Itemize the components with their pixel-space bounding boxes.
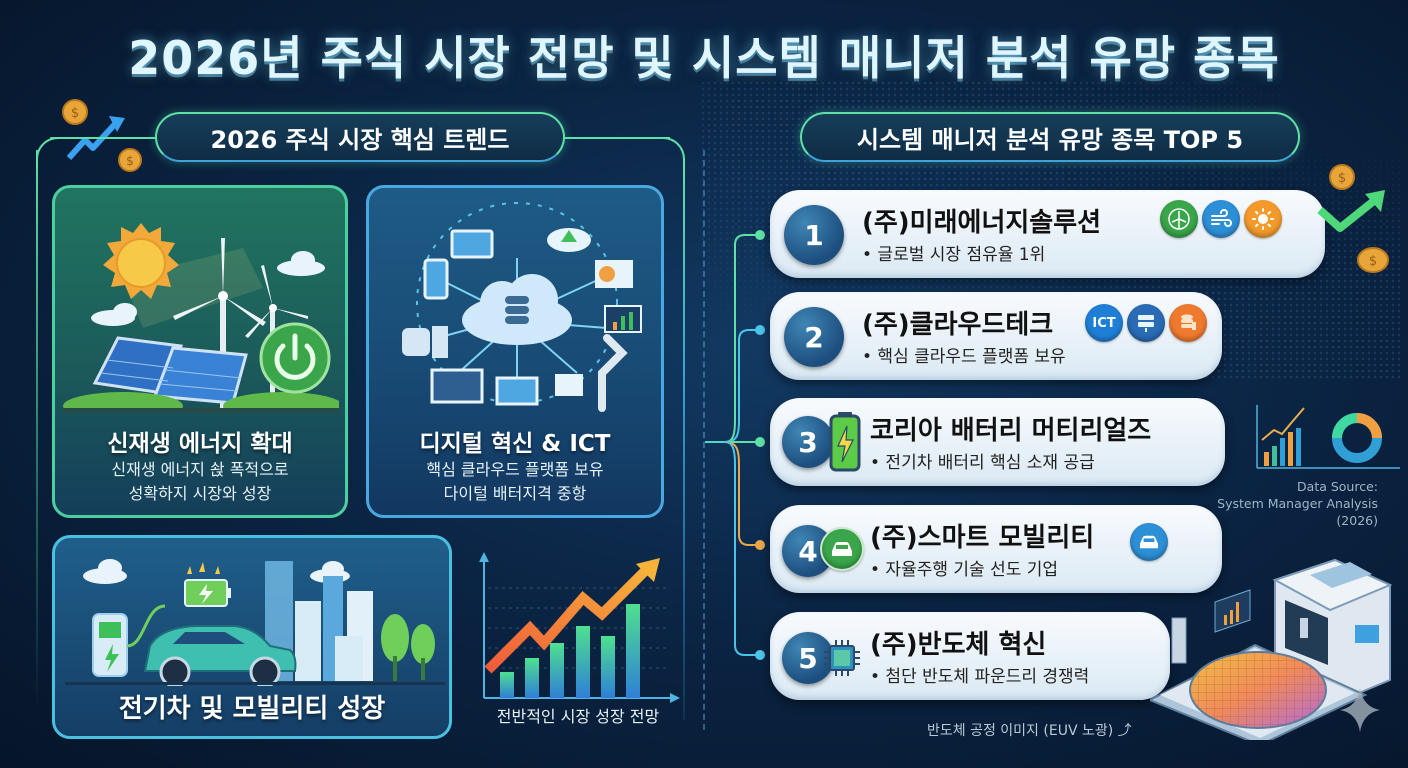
stock-desc: • 자율주행 기술 선도 기업: [870, 560, 1059, 580]
rank-badge: 1: [784, 205, 844, 265]
page-title: 2026년 주식 시장 전망 및 시스템 매니저 분석 유망 종목: [128, 31, 1280, 85]
trend-card-ev: 전기차 및 모빌리티 성장: [52, 535, 452, 739]
frame-border: [36, 137, 66, 167]
right-section-header: 시스템 매니저 분석 유망 종목 TOP 5: [800, 112, 1300, 162]
semiconductor-fab-illustration: [1150, 558, 1393, 740]
card-subtitle-line: 다이털 배터지격 중항: [443, 484, 587, 503]
frame-border: [683, 160, 685, 720]
arrow-icon: ⤴: [1117, 723, 1132, 739]
trend-card-ict: 디지털 혁신 & ICT 핵심 클라우드 플랫폼 보유 다이털 배터지격 중항: [366, 185, 664, 518]
trend-card-renewable: 신재생 에너지 확대 신재생 에너지 솭 폭적으로 성확하지 시장와 성장: [52, 185, 348, 518]
svg-text:$: $: [126, 154, 134, 168]
card-subtitle-line: 성확하지 시장와 성장: [128, 484, 272, 503]
data-source-note: Data Source: System Manager Analysis (20…: [1217, 478, 1378, 529]
stock-name: (주)클라우드테크: [862, 310, 1054, 340]
left-section-header-text: 2026 주식 시장 핵심 트렌드: [210, 125, 510, 154]
database-icon: [1169, 304, 1207, 342]
left-section-header: 2026 주식 시장 핵심 트렌드: [155, 112, 565, 162]
rank-badge: 3: [782, 416, 834, 468]
euv-caption: 반도체 공정 이미지 (EUV 노광) ⤴: [927, 720, 1132, 740]
car-icon: [820, 527, 864, 571]
frame-border: [655, 137, 685, 167]
card-subtitle-line: 신재생 에너지 솭 폭적으로: [111, 460, 289, 479]
stock-desc: • 글로벌 시장 점유율 1위: [862, 245, 1046, 265]
card-title: 신재생 에너지 확대: [107, 431, 293, 457]
rank-badge: 2: [784, 307, 844, 367]
card-subtitle-line: 핵심 클라우드 플랫폼 보유: [426, 460, 604, 479]
coins-arrow-icon: $ $: [1317, 164, 1389, 273]
coins-arrow-icon: $ $: [62, 99, 142, 172]
svg-text:$: $: [1338, 171, 1346, 186]
chip-icon: [824, 640, 860, 676]
stock-name: 코리아 배터리 머티리얼즈: [870, 416, 1152, 446]
frame-border: [560, 137, 670, 139]
stock-card-2[interactable]: 2 (주)클라우드테크 • 핵심 클라우드 플랫폼 보유 ICT: [770, 292, 1222, 380]
wind-turbine-icon: [1160, 200, 1198, 238]
stock-card-1[interactable]: 1 (주)미래에너지솔루션 • 글로벌 시장 점유율 1위: [770, 190, 1325, 278]
ict-icon: ICT: [1085, 304, 1123, 342]
analytics-charts-icon: [1256, 405, 1400, 469]
cloud-network-illustration: [402, 202, 642, 412]
card-title: 디지털 혁신 & ICT: [419, 431, 611, 457]
sun-icon: [1244, 200, 1282, 238]
renewable-energy-illustration: [63, 223, 339, 413]
data-source-line: System Manager Analysis: [1217, 496, 1378, 511]
stock-desc: • 전기차 배터리 핵심 소재 공급: [870, 453, 1095, 473]
ev-charging-city-illustration: [65, 559, 445, 686]
branch-connector: [705, 230, 765, 660]
stock-card-3[interactable]: 3 코리아 배터리 머티리얼즈 • 전기차 배터리 핵심 소재 공급: [770, 398, 1225, 486]
stock-card-4[interactable]: 4 (주)스마트 모빌리티 • 자율주행 기술 선도 기업: [770, 505, 1222, 593]
stock-desc: • 핵심 클라우드 플랫폼 보유: [862, 347, 1066, 367]
market-growth-chart: [479, 552, 680, 703]
server-icon: [1127, 304, 1165, 342]
data-source-line: Data Source:: [1297, 479, 1378, 494]
card-title: 전기차 및 모빌리티 성장: [118, 694, 386, 724]
data-source-line: (2026): [1336, 513, 1378, 528]
stock-name: (주)스마트 모빌리티: [870, 523, 1095, 553]
stock-name: (주)미래에너지솔루션: [862, 208, 1102, 238]
stock-name: (주)반도체 혁신: [870, 630, 1047, 660]
stock-desc: • 첨단 반도체 파운드리 경쟁력: [870, 667, 1090, 687]
growth-chart-caption: 전반적인 시장 성장 전망: [496, 707, 660, 726]
frame-border: [36, 150, 38, 710]
stock-card-5[interactable]: 5 (주)반도체 혁신 • 첨단 반도체 파운드리 경쟁력: [770, 612, 1170, 700]
right-section-header-text: 시스템 매니저 분석 유망 종목 TOP 5: [856, 125, 1244, 154]
svg-text:$: $: [71, 106, 79, 121]
section-divider: [703, 150, 705, 730]
wind-icon: [1202, 200, 1240, 238]
battery-icon: [829, 412, 861, 472]
sparkle-icon: [1340, 688, 1380, 732]
euv-caption-text: 반도체 공정 이미지 (EUV 노광): [927, 723, 1114, 739]
car-icon: [1130, 523, 1168, 561]
frame-border: [50, 137, 160, 139]
svg-text:$: $: [1369, 254, 1377, 269]
